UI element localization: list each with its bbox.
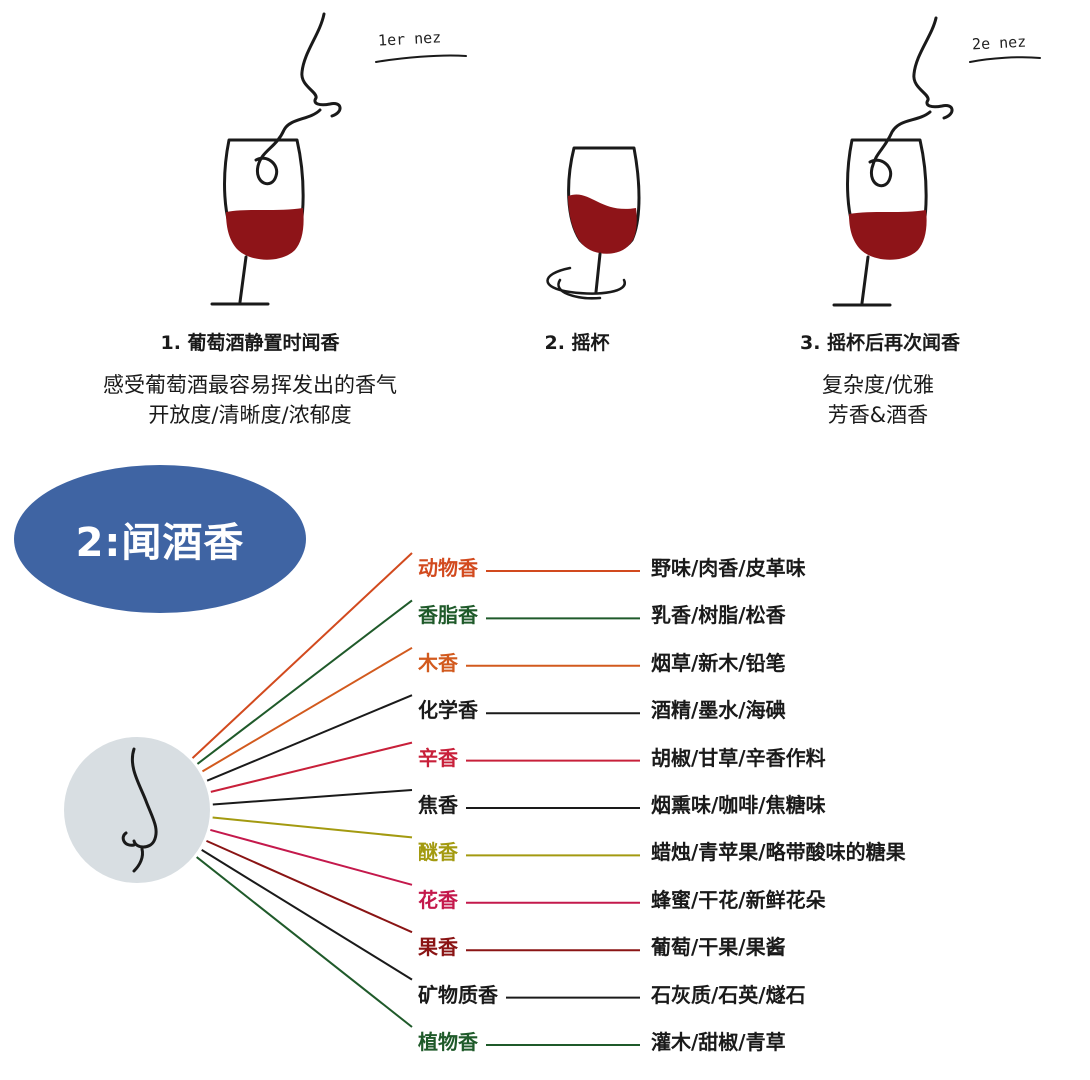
- step-3-desc-line-1: 复杂度/优雅: [821, 373, 935, 397]
- step-2-title: 2. 摇杯: [544, 332, 610, 354]
- step-3-title: 3. 摇杯后再次闻香: [799, 332, 961, 354]
- glass-2-icon: [546, 146, 641, 300]
- aroma-ray-7: [210, 828, 413, 886]
- aroma-category-8: 果香: [418, 935, 458, 960]
- tasting-illustrations: [210, 12, 1041, 307]
- aroma-ray-2: [201, 646, 413, 773]
- aroma-ray-6: [212, 816, 413, 839]
- glass-1-icon: [210, 138, 305, 306]
- aroma-ray-1: [196, 599, 413, 765]
- aroma-examples-6: 蜡烛/青苹果/略带酸味的糖果: [651, 840, 906, 865]
- nez-2-underline: [969, 56, 1041, 63]
- aroma-category-1: 香脂香: [418, 603, 478, 628]
- aroma-examples-1: 乳香/树脂/松香: [651, 603, 786, 628]
- glass-3-icon: [832, 138, 928, 307]
- aroma-examples-7: 蜂蜜/干花/新鲜花朵: [651, 887, 826, 912]
- aroma-examples-4: 胡椒/甘草/辛香作料: [651, 745, 826, 770]
- nose-circle: [64, 737, 210, 883]
- step-3-desc-line-2: 芳香&酒香: [827, 403, 929, 427]
- nose-profile-1-icon: [254, 12, 342, 186]
- aroma-category-4: 辛香: [418, 745, 458, 770]
- aroma-examples-8: 葡萄/干果/果酱: [651, 935, 786, 960]
- section-badge: 2:闻酒香: [14, 465, 306, 613]
- step-1-description: 感受葡萄酒最容易挥发出的香气 开放度/清晰度/浓郁度: [103, 370, 397, 430]
- aroma-category-5: 焦香: [418, 793, 458, 817]
- aroma-ray-5: [212, 789, 413, 806]
- nez-1-underline: [375, 54, 467, 63]
- aroma-ray-3: [206, 694, 413, 782]
- aroma-ray-10: [196, 856, 413, 1028]
- aroma-examples-5: 烟熏味/咖啡/焦糖味: [651, 793, 826, 817]
- step-1-desc-line-2: 开放度/清晰度/浓郁度: [148, 403, 352, 427]
- aroma-ray-4: [210, 741, 413, 793]
- aroma-ray-8: [206, 839, 413, 934]
- aroma-category-3: 化学香: [418, 698, 478, 723]
- step-1-title: 1. 葡萄酒静置时闻香: [160, 332, 340, 354]
- aroma-category-6: 醚香: [418, 840, 458, 865]
- aroma-category-0: 动物香: [418, 556, 478, 580]
- aroma-examples-3: 酒精/墨水/海碘: [651, 698, 786, 723]
- aroma-category-9: 矿物质香: [418, 982, 498, 1007]
- aroma-category-10: 植物香: [418, 1030, 478, 1054]
- aroma-examples-2: 烟草/新木/铅笔: [651, 650, 786, 675]
- aroma-category-7: 花香: [418, 887, 458, 912]
- aroma-ray-0: [191, 552, 413, 759]
- aroma-ray-9: [201, 849, 413, 981]
- nose-icon: [121, 747, 158, 873]
- nose-profile-3-icon: [868, 16, 954, 188]
- aroma-category-2: 木香: [418, 650, 458, 675]
- aroma-examples-10: 灌木/甜椒/青草: [651, 1030, 786, 1054]
- aroma-examples-9: 石灰质/石英/燧石: [651, 982, 806, 1007]
- section-title: 2:闻酒香: [75, 520, 245, 566]
- aroma-examples-0: 野味/肉香/皮革味: [651, 556, 806, 580]
- step-1-desc-line-1: 感受葡萄酒最容易挥发出的香气: [103, 373, 397, 397]
- step-3-description: 复杂度/优雅 芳香&酒香: [822, 370, 934, 430]
